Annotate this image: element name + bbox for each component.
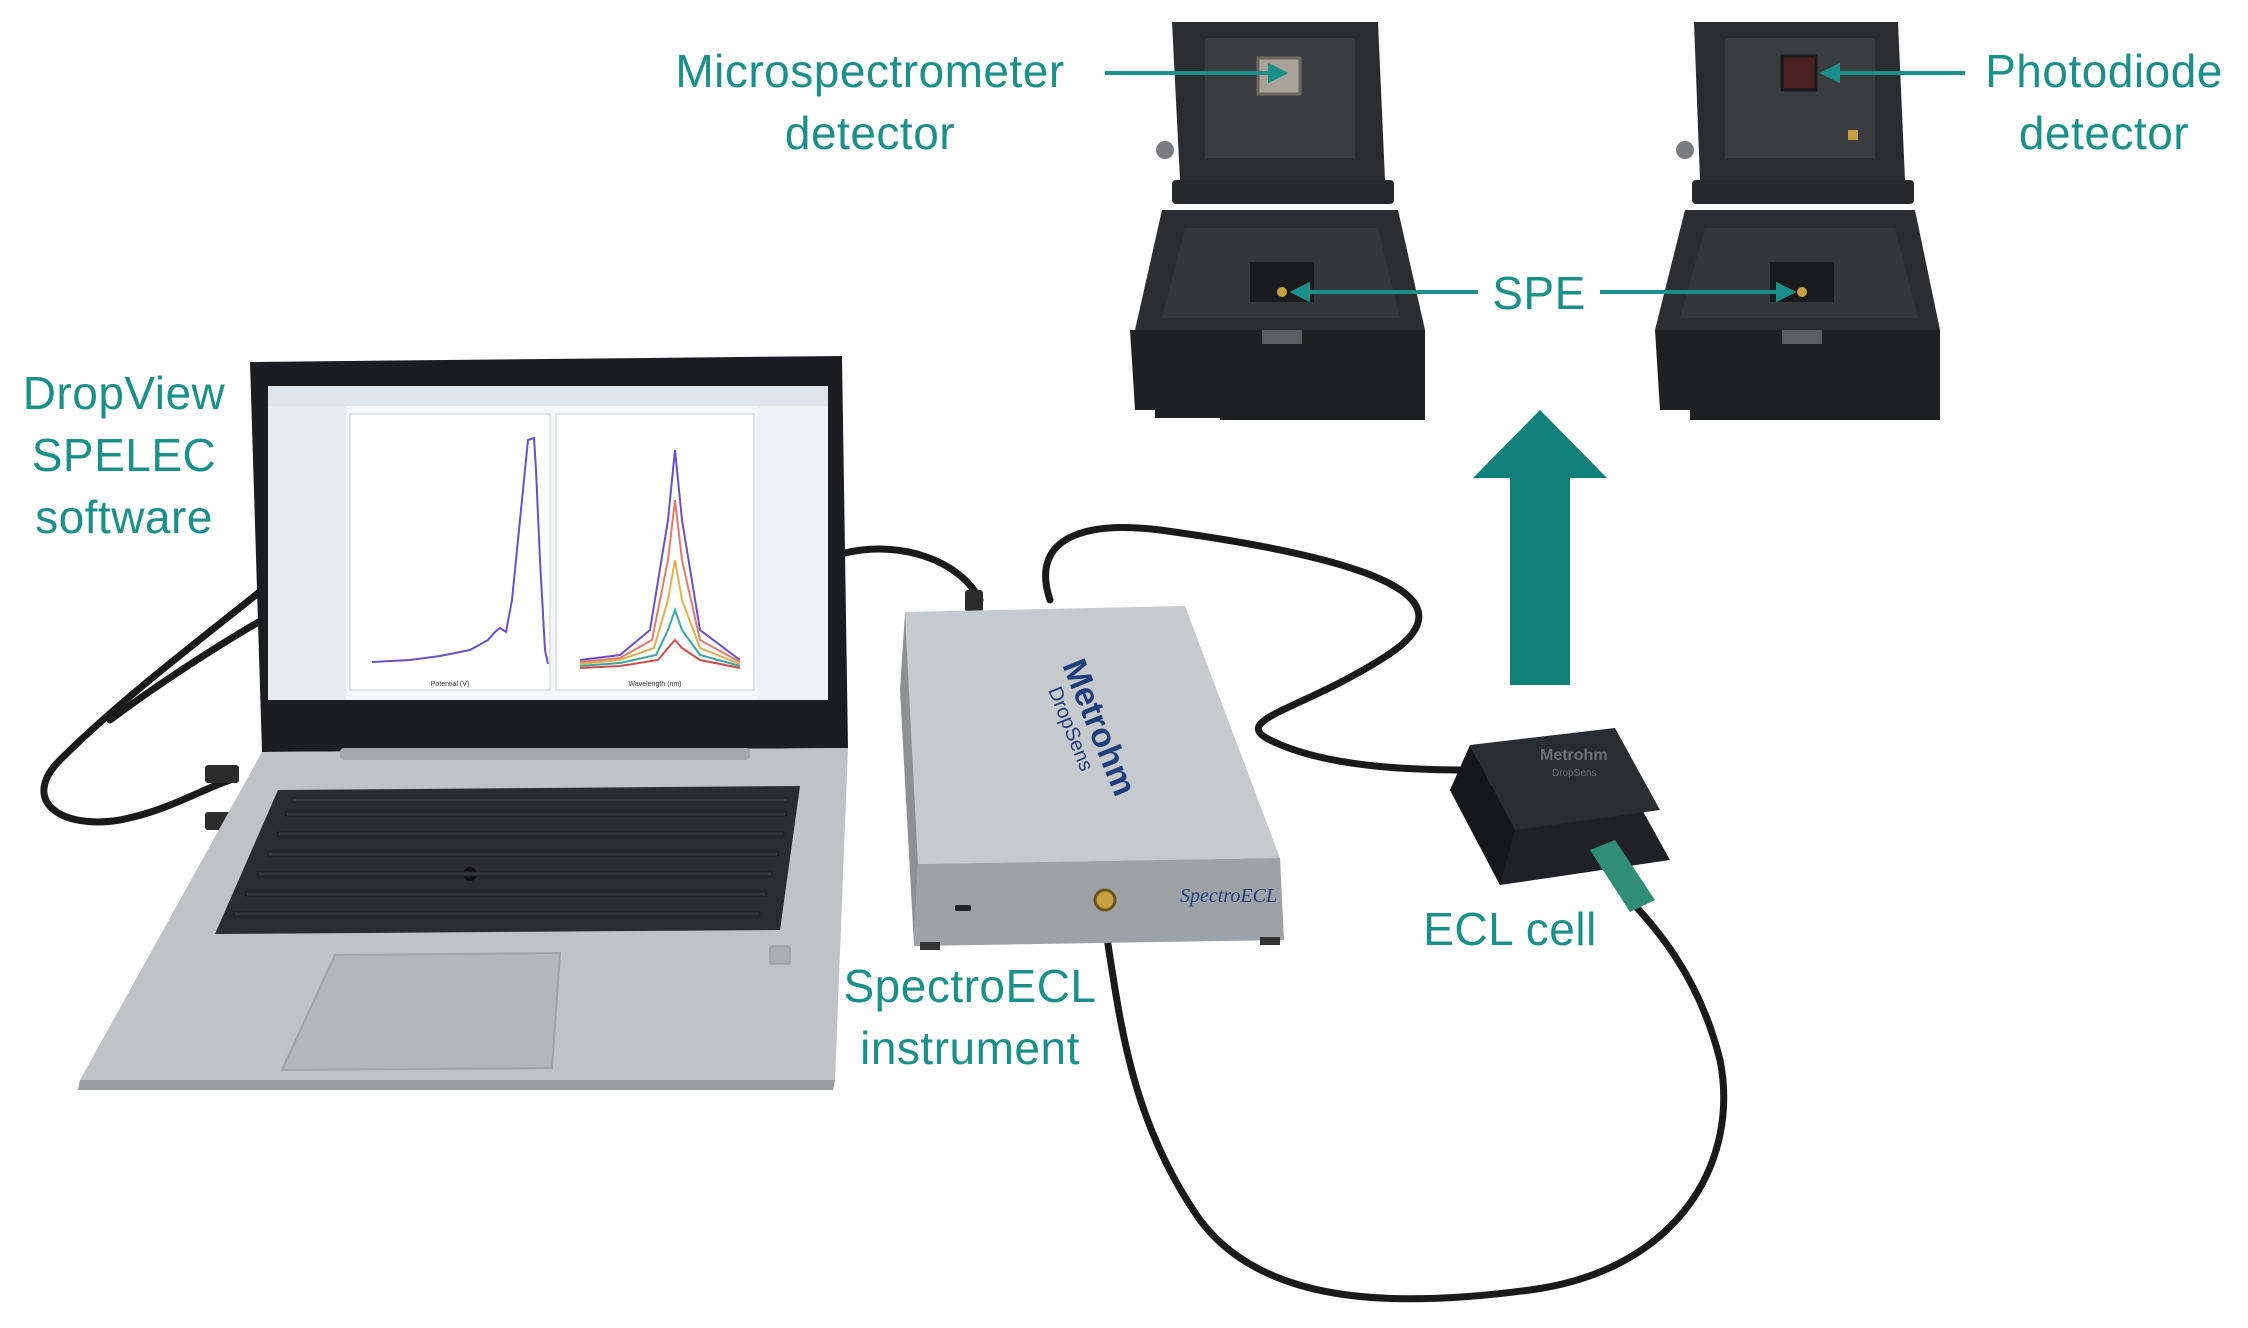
instrument-model-text: SpectroECL	[1180, 885, 1277, 907]
spectra-curves	[579, 449, 741, 669]
spectroecl-label: SpectroECL instrument	[830, 955, 1110, 1079]
spe-pointer-right-head	[1776, 281, 1797, 303]
pointer-lines	[1105, 62, 1965, 303]
usb-plug-3	[965, 590, 983, 612]
micro-cell-knob	[1156, 141, 1174, 159]
spectrum-xlabel: Wavelength (nm)	[628, 681, 681, 688]
spectrum-curve-1	[579, 449, 741, 661]
spectroecl-instrument: Metrohm DropSens SpectroECL	[900, 606, 1284, 950]
microspectrometer-label-line-2: detector	[784, 107, 956, 159]
up-arrow-icon	[1473, 410, 1607, 685]
bnc-connector	[1093, 888, 1117, 912]
instrument-side	[900, 612, 918, 946]
instrument-top	[905, 606, 1280, 864]
micro-cell-base	[1130, 330, 1425, 420]
microspectrometer-label-line-1: Microspectrometer	[675, 45, 1065, 97]
spe-label: SPE	[1480, 262, 1598, 324]
ecl-cell-label-text: ECL cell	[1423, 903, 1597, 955]
photo-cell-knob	[1676, 141, 1694, 159]
laptop-keyboard	[215, 786, 800, 934]
photodiode-cell	[1655, 22, 1940, 420]
cell-lid	[1470, 728, 1660, 830]
usb-plug-1	[205, 765, 239, 783]
ecl-cell-label: ECL cell	[1400, 898, 1620, 960]
dropview-label-line-1: DropView	[22, 367, 226, 419]
fiber-cable-top	[1042, 524, 1474, 774]
ecl-cell: Metrohm DropSens	[1450, 728, 1670, 912]
cell-lid-side	[1450, 745, 1515, 885]
instrument-foot-right	[1260, 937, 1280, 945]
micro-cell-lid-plate	[1205, 38, 1355, 158]
software-tree-panel	[758, 406, 828, 700]
photo-cell-hinge	[1692, 180, 1914, 204]
spectroecl-label-line-1: SpectroECL	[843, 960, 1097, 1012]
laptop-touchpad	[280, 951, 562, 1072]
spectrum-curve-4	[579, 606, 741, 667]
spectroecl-label-line-2: instrument	[860, 1022, 1080, 1074]
cv-plot-panel	[349, 413, 551, 691]
photodiode-label-line-1: Photodiode	[1985, 45, 2223, 97]
instrument-led	[955, 905, 971, 911]
spe-label-text: SPE	[1492, 267, 1586, 319]
micro-cell-spe-dot	[1277, 287, 1287, 297]
cell-subbrand-text: DropSens	[1552, 768, 1596, 779]
laptop-base-edge	[78, 1080, 835, 1090]
photodiode-label-line-2: detector	[2018, 107, 2190, 159]
photo-pointer-head	[1819, 62, 1840, 84]
dropview-label: DropView SPELEC software	[0, 362, 248, 548]
photo-cell-base	[1655, 330, 1940, 420]
software-sidebar	[268, 406, 346, 700]
usb-cable-top	[841, 545, 984, 604]
photodiode-window	[1780, 54, 1818, 92]
micro-pointer-head	[1268, 62, 1289, 84]
photo-cell-connector	[1782, 330, 1822, 344]
software-toolbar	[268, 386, 828, 406]
spe-pointer-left-head	[1289, 281, 1310, 303]
instrument-foot-left	[920, 942, 940, 950]
dropview-label-line-2: SPELEC	[31, 429, 217, 481]
micro-cell-connector	[1262, 330, 1302, 344]
usb-cable-left-2	[106, 616, 266, 724]
cv-xlabel: Potential (V)	[431, 681, 470, 688]
cv-curve	[371, 436, 549, 665]
microspectrometer-cell	[1130, 22, 1425, 420]
cell-spe-strip	[1590, 840, 1655, 912]
photodiode-label: Photodiode detector	[1968, 40, 2240, 164]
photo-cell-spe-dot	[1797, 287, 1807, 297]
dropview-label-line-3: software	[35, 491, 213, 543]
spectrum-curve-2	[579, 499, 741, 663]
keyboard-keys	[233, 797, 789, 917]
cables	[40, 524, 1728, 1303]
cell-cable-bottom	[1101, 886, 1728, 1303]
usb-cable-left	[40, 586, 266, 826]
laptop-hinge	[340, 748, 750, 760]
micro-cell-hinge	[1172, 180, 1394, 204]
fingerprint-reader	[769, 945, 791, 965]
photo-cell-led	[1848, 130, 1858, 140]
spectrum-curve-5	[579, 638, 741, 669]
microspectrometer-label: Microspectrometer detector	[650, 40, 1090, 164]
cell-brand-text: Metrohm	[1540, 747, 1608, 764]
spectrum-curve-3	[579, 559, 741, 665]
